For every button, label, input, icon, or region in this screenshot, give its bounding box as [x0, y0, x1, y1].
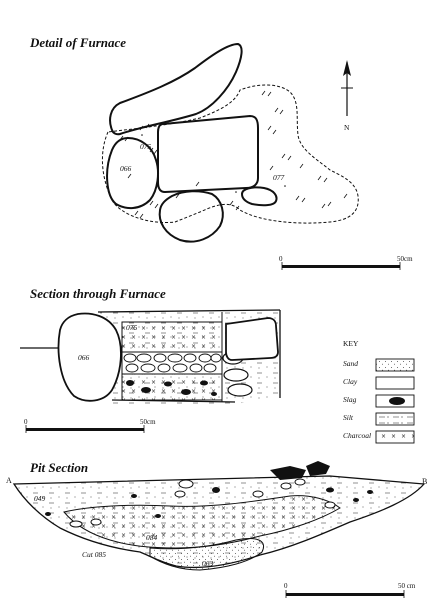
key-label-silt: Silt: [343, 413, 354, 422]
furnace-plan: [101, 42, 359, 243]
pit-label-cut-085: Cut 085: [82, 550, 106, 559]
section-scale-end: 50cm: [140, 418, 156, 426]
key-legend: Sand Clay Slag Silt Charcoal: [343, 358, 415, 444]
pit-end-a: A: [6, 476, 12, 485]
pit-label-063: 063: [202, 559, 214, 568]
plan-label-077: 077: [273, 173, 285, 182]
pit-scale-start: 0: [284, 582, 288, 590]
key-swatch-clay: [375, 376, 415, 390]
plan-scale-bar: [281, 262, 401, 270]
pit-scale-bar: [285, 590, 405, 598]
key-swatch-silt: [375, 412, 415, 426]
plan-label-066: 066: [120, 164, 132, 173]
plan-scale-end: 50cm: [397, 255, 413, 263]
section-scale-bar: [25, 425, 145, 433]
section-label-075: 075: [126, 323, 138, 332]
detail-of-furnace-title: Detail of Furnace: [29, 35, 126, 50]
plan-label-075: 075: [140, 142, 152, 151]
furnace-section: [20, 309, 281, 404]
key-label-clay: Clay: [343, 377, 358, 386]
plan-scale-start: 0: [279, 255, 283, 263]
key-label-slag: Slag: [343, 395, 357, 404]
north-arrow-icon: [341, 60, 353, 116]
section-through-furnace-title: Section through Furnace: [30, 286, 166, 301]
key-slag-blob: [389, 397, 405, 405]
pit-scale-end: 50 cm: [398, 582, 416, 590]
key-label-sand: Sand: [343, 359, 358, 368]
key-title: KEY: [343, 339, 359, 348]
pit-section: [12, 461, 426, 571]
section-label-066: 066: [78, 353, 90, 362]
key-swatch-sand: [375, 358, 415, 372]
key-swatch-charcoal: [375, 430, 415, 444]
pit-section-title: Pit Section: [30, 460, 88, 475]
key-label-charcoal: Charcoal: [343, 431, 371, 440]
pit-end-b: B: [422, 477, 427, 486]
pit-label-084: 084: [146, 533, 158, 542]
pit-label-049: 049: [34, 494, 46, 503]
north-label: N: [344, 123, 350, 132]
section-scale-start: 0: [24, 418, 28, 426]
